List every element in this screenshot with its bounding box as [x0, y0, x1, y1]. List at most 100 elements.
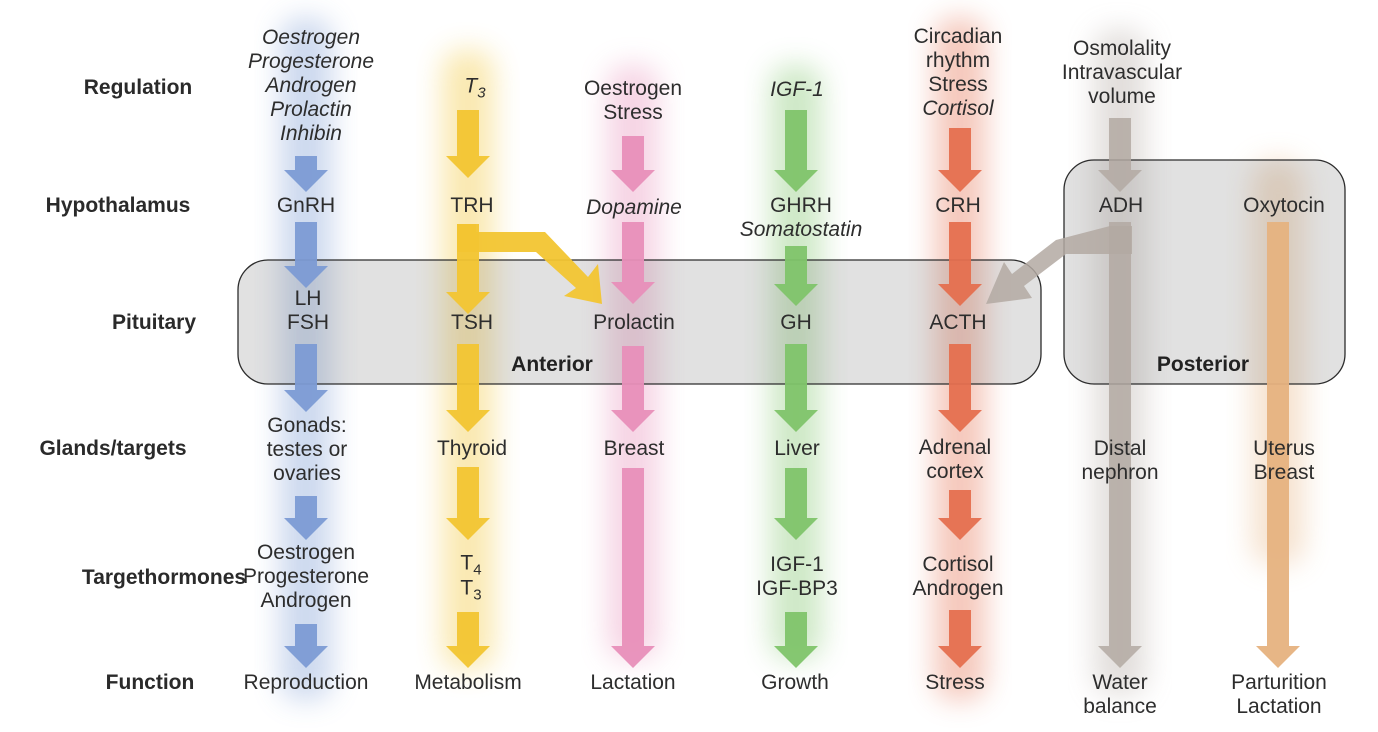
gonadal-function: Reproduction	[244, 671, 369, 695]
adrenal-target-hormones-line-1: Cortisol	[922, 553, 994, 576]
growth-hypothalamus-line-1: GHRH	[770, 194, 832, 217]
adrenal-gland-line-2: cortex	[926, 460, 984, 483]
prolactin-regulation-line-1: Oestrogen	[583, 77, 683, 100]
oxytocin-hypothalamus-line-1: Oxytocin	[1243, 194, 1325, 217]
row-label-target-hormones: Targethormones	[82, 566, 246, 590]
oxytocin-arrow-1	[1256, 222, 1300, 668]
trh-to-prolactin-arrow	[457, 224, 602, 304]
growth-arrow-3	[774, 344, 818, 432]
adrenal-regulation-line-1: Circadian	[913, 25, 1003, 48]
gonadal-regulation-line-5: Inhibin	[280, 122, 342, 145]
thyroid-pituitary: TSH	[451, 311, 493, 335]
gonadal-target-hormones-line-3: Androgen	[260, 589, 352, 612]
thyroid-pituitary-line-1: TSH	[451, 311, 493, 334]
adrenal-pituitary-line-1: ACTH	[929, 311, 987, 334]
adrenal-target-hormones-line-2: Androgen	[912, 577, 1004, 600]
growth-target-hormones-line-2: IGF-BP3	[756, 577, 838, 600]
thyroid-hypothalamus: TRH	[450, 194, 493, 218]
thyroid-function: Metabolism	[414, 671, 521, 695]
prolactin-arrow-3	[611, 346, 655, 432]
row-label-target-hormones-line-1: Target	[81, 566, 145, 589]
adh-hypothalamus: ADH	[1099, 194, 1143, 218]
gonadal-regulation-line-3: Androgen	[265, 74, 357, 97]
prolactin-hypothalamus-line-1: Dopamine	[586, 196, 682, 219]
adrenal-arrow-4	[938, 490, 982, 540]
adrenal-function-line-1: Stress	[925, 671, 985, 694]
growth-function: Growth	[761, 671, 829, 695]
row-label-glands-targets: Glands/targets	[39, 437, 186, 461]
thyroid-regulation: T3	[464, 74, 485, 105]
gonadal-gland-line-1: Gonads:	[267, 414, 347, 437]
growth-arrow-1	[774, 110, 818, 192]
thyroid-arrow-1	[446, 110, 490, 178]
growth-regulation-line-1: IGF-1	[770, 78, 824, 101]
adh-hypothalamus-line-1: ADH	[1098, 194, 1144, 217]
growth-arrow-4	[774, 468, 818, 540]
gonadal-arrow-2	[284, 222, 328, 288]
posterior-label-line-1: Posterior	[1156, 353, 1250, 376]
adrenal-pituitary: ACTH	[929, 311, 986, 335]
gonadal-arrow-3	[284, 344, 328, 412]
growth-regulation: IGF-1	[770, 78, 824, 102]
adh-regulation-line-1: Osmolality	[1072, 37, 1172, 60]
adrenal-arrow-3	[938, 344, 982, 432]
anterior-label: Anterior	[511, 353, 593, 377]
growth-arrow-2	[774, 246, 818, 306]
adrenal-arrow-1	[938, 128, 982, 192]
adrenal-arrow-2	[938, 222, 982, 306]
prolactin-function: Lactation	[590, 671, 675, 695]
prolactin-gland: Breast	[604, 437, 665, 461]
adh-function-line-2: balance	[1083, 695, 1157, 718]
thyroid-arrow-3	[446, 344, 490, 432]
prolactin-regulation-line-2: Stress	[603, 101, 663, 124]
gonadal-pituitary-line-2: FSH	[287, 311, 329, 334]
thyroid-arrow-5	[446, 612, 490, 668]
growth-function-line-1: Growth	[761, 671, 829, 694]
growth-hypothalamus-line-2: Somatostatin	[739, 218, 863, 241]
row-label-regulation-line-1: Regulation	[83, 76, 193, 99]
adh-gland-line-1: Distal	[1093, 437, 1147, 460]
row-label-pituitary-line-1: Pituitary	[111, 311, 197, 334]
thyroid-gland: Thyroid	[437, 437, 507, 461]
adh-arrow-2	[1098, 222, 1142, 668]
oxytocin-gland-line-1: Uterus	[1253, 437, 1315, 460]
adrenal-gland-line-1: Adrenal	[918, 436, 992, 459]
thyroid-function-line-1: Metabolism	[414, 671, 522, 694]
adh-function-line-1: Water	[1092, 671, 1148, 694]
oxytocin-function-line-1: Parturition	[1231, 671, 1327, 694]
row-label-regulation: Regulation	[84, 76, 193, 100]
gonadal-pituitary-line-1: LH	[294, 287, 322, 310]
gonadal-regulation-line-1: Oestrogen	[261, 26, 361, 49]
growth-pituitary: GH	[780, 311, 812, 335]
adh-regulation-line-3: volume	[1088, 85, 1156, 108]
row-label-function: Function	[106, 671, 195, 695]
row-label-target-hormones-line-2: hormones	[144, 566, 247, 589]
thyroid-target-t4: T4	[460, 551, 481, 582]
prolactin-arrow-1	[611, 136, 655, 192]
thyroid-hypothalamus-line-1: TRH	[450, 194, 494, 217]
adrenal-hypothalamus: CRH	[935, 194, 981, 218]
thyroid-target-t3: T3	[460, 576, 481, 607]
gonadal-function-line-1: Reproduction	[243, 671, 369, 694]
oxytocin-hypothalamus: Oxytocin	[1243, 194, 1325, 218]
prolactin-function-line-1: Lactation	[590, 671, 676, 694]
prolactin-gland-line-1: Breast	[603, 437, 665, 460]
prolactin-hypothalamus: Dopamine	[586, 196, 682, 220]
posterior-label: Posterior	[1157, 353, 1249, 377]
gonadal-gland-line-2: testes or	[266, 438, 348, 461]
gonadal-arrow-1	[284, 156, 328, 192]
gonadal-target-hormones-line-2: Progesterone	[242, 565, 370, 588]
thyroid-regulation-subscript: 3	[477, 84, 486, 102]
prolactin-arrow-2	[611, 222, 655, 304]
